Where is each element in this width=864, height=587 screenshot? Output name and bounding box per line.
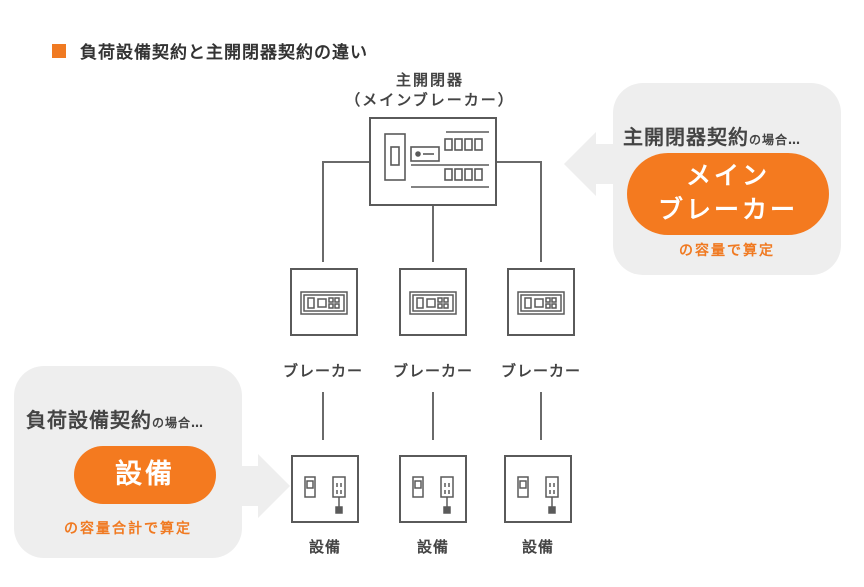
main-breaker-panel <box>369 117 497 206</box>
equipment-label-2: 設備 <box>416 538 449 556</box>
load-contract-suffix: の場合… <box>152 416 205 430</box>
arrow-to-main-breaker <box>564 132 616 196</box>
equipment-box-1 <box>291 455 359 523</box>
main-breaker-label-line2: （メインブレーカー） <box>345 91 515 109</box>
equipment-box-3 <box>504 455 572 523</box>
main-contract-title: 主開閉器契約 <box>623 125 749 149</box>
main-contract-heading: 主開閉器契約の場合… <box>623 121 801 150</box>
equipment-box-2 <box>399 455 467 523</box>
load-contract-note: の容量合計で算定 <box>64 521 192 537</box>
breaker-label-1: ブレーカー <box>282 362 363 380</box>
heading-marker <box>52 43 66 58</box>
outlet-icon <box>412 476 454 514</box>
load-contract-title: 負荷設備契約 <box>26 408 152 432</box>
main-contract-callout: 主開閉器契約の場合… メイン ブレーカー の容量で算定 <box>613 83 841 275</box>
main-breaker-label: 主開閉器 （メインブレーカー） <box>330 70 530 110</box>
breaker-icon <box>517 291 565 315</box>
main-breaker-icon <box>384 131 489 188</box>
breaker-box-1 <box>290 268 358 336</box>
main-breaker-pill-line1: メイン <box>685 161 770 190</box>
equipment-label-3: 設備 <box>521 538 554 556</box>
main-contract-note: の容量で算定 <box>679 243 775 259</box>
breaker-label-2: ブレーカー <box>392 362 473 380</box>
breaker-box-3 <box>507 268 575 336</box>
breaker-label-3: ブレーカー <box>500 362 581 380</box>
breaker-icon <box>409 291 457 315</box>
line-main-to-breaker-3 <box>497 161 542 262</box>
load-contract-callout: 負荷設備契約の場合… 設備 の容量合計で算定 <box>14 366 242 558</box>
line-main-to-breaker-1 <box>322 161 369 262</box>
section-heading: 負荷設備契約と主開閉器契約の違い <box>52 38 368 63</box>
page-title: 負荷設備契約と主開閉器契約の違い <box>80 43 368 63</box>
outlet-icon <box>304 476 346 514</box>
load-contract-heading: 負荷設備契約の場合… <box>26 404 204 433</box>
breaker-icon <box>300 291 348 315</box>
breaker-box-2 <box>399 268 467 336</box>
outlet-icon <box>517 476 559 514</box>
main-breaker-label-line1: 主開閉器 <box>395 71 464 89</box>
equipment-pill: 設備 <box>74 446 216 504</box>
main-breaker-pill-line2: ブレーカー <box>657 195 798 224</box>
arrow-to-equipment <box>240 454 290 518</box>
main-contract-suffix: の場合… <box>749 133 802 147</box>
main-breaker-pill: メイン ブレーカー <box>627 153 829 235</box>
equipment-label-1: 設備 <box>308 538 341 556</box>
